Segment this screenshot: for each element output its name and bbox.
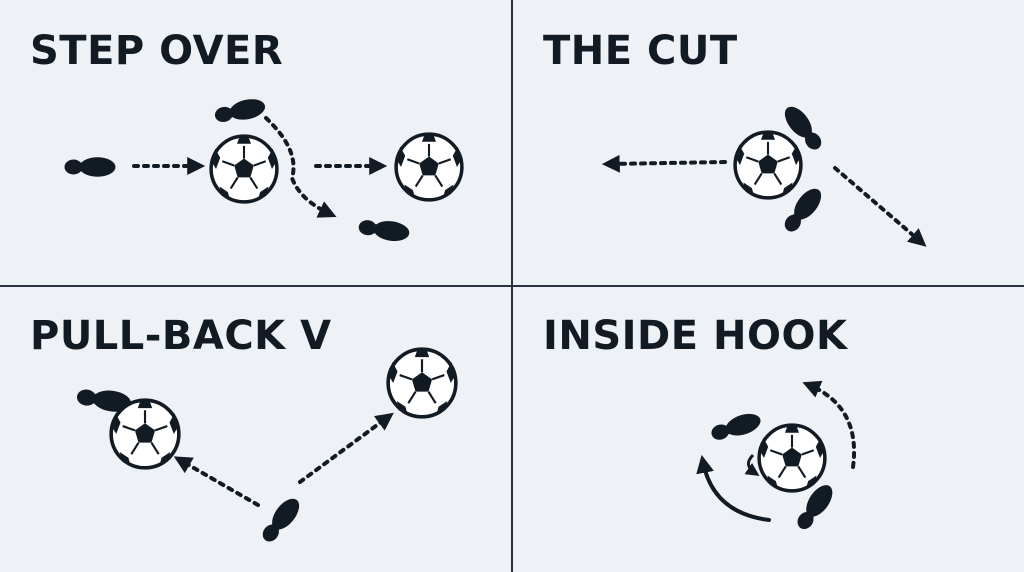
- panel-title-pull-back-v: PULL-BACK V: [30, 313, 332, 359]
- panel-title-inside-hook: INSIDE HOOK: [543, 313, 848, 359]
- soccer-ball-icon: [757, 423, 827, 493]
- horizontal-divider: [0, 285, 1024, 287]
- panel-inside-hook: INSIDE HOOK: [513, 287, 1024, 572]
- panel-step-over: STEP OVER: [0, 0, 511, 285]
- curved-arrow-icon: [744, 453, 760, 476]
- curved-arrow-icon: [696, 454, 771, 522]
- soccer-ball-icon: [386, 347, 458, 419]
- pull-back-v-illustration: [75, 347, 458, 547]
- panel-title-step-over: STEP OVER: [30, 28, 284, 74]
- panel-title-the-cut: THE CUT: [543, 28, 738, 74]
- soccer-ball-icon: [109, 398, 181, 470]
- footprint-icon: [257, 493, 305, 547]
- soccer-ball-icon: [394, 132, 464, 202]
- inside-hook-illustration: [696, 380, 856, 534]
- the-cut-illustration: [601, 101, 927, 247]
- soccer-ball-icon: [209, 134, 279, 204]
- panel-the-cut: THE CUT: [513, 0, 1024, 285]
- step-over-illustration: [64, 96, 464, 244]
- footprint-icon: [708, 409, 764, 445]
- dotted-arrow-icon: [298, 412, 394, 484]
- panel-pull-back-v: PULL-BACK V: [0, 287, 511, 572]
- footprint-icon: [213, 96, 267, 126]
- dotted-arrow-icon: [264, 116, 337, 218]
- footprint-icon: [357, 216, 411, 244]
- dotted-arrow-icon: [802, 380, 856, 469]
- dotted-arrow-icon: [833, 166, 927, 247]
- dotted-arrow-icon: [173, 456, 260, 507]
- footprint-icon: [64, 157, 116, 177]
- dotted-arrow-icon: [601, 154, 727, 173]
- soccer-ball-icon: [733, 130, 803, 200]
